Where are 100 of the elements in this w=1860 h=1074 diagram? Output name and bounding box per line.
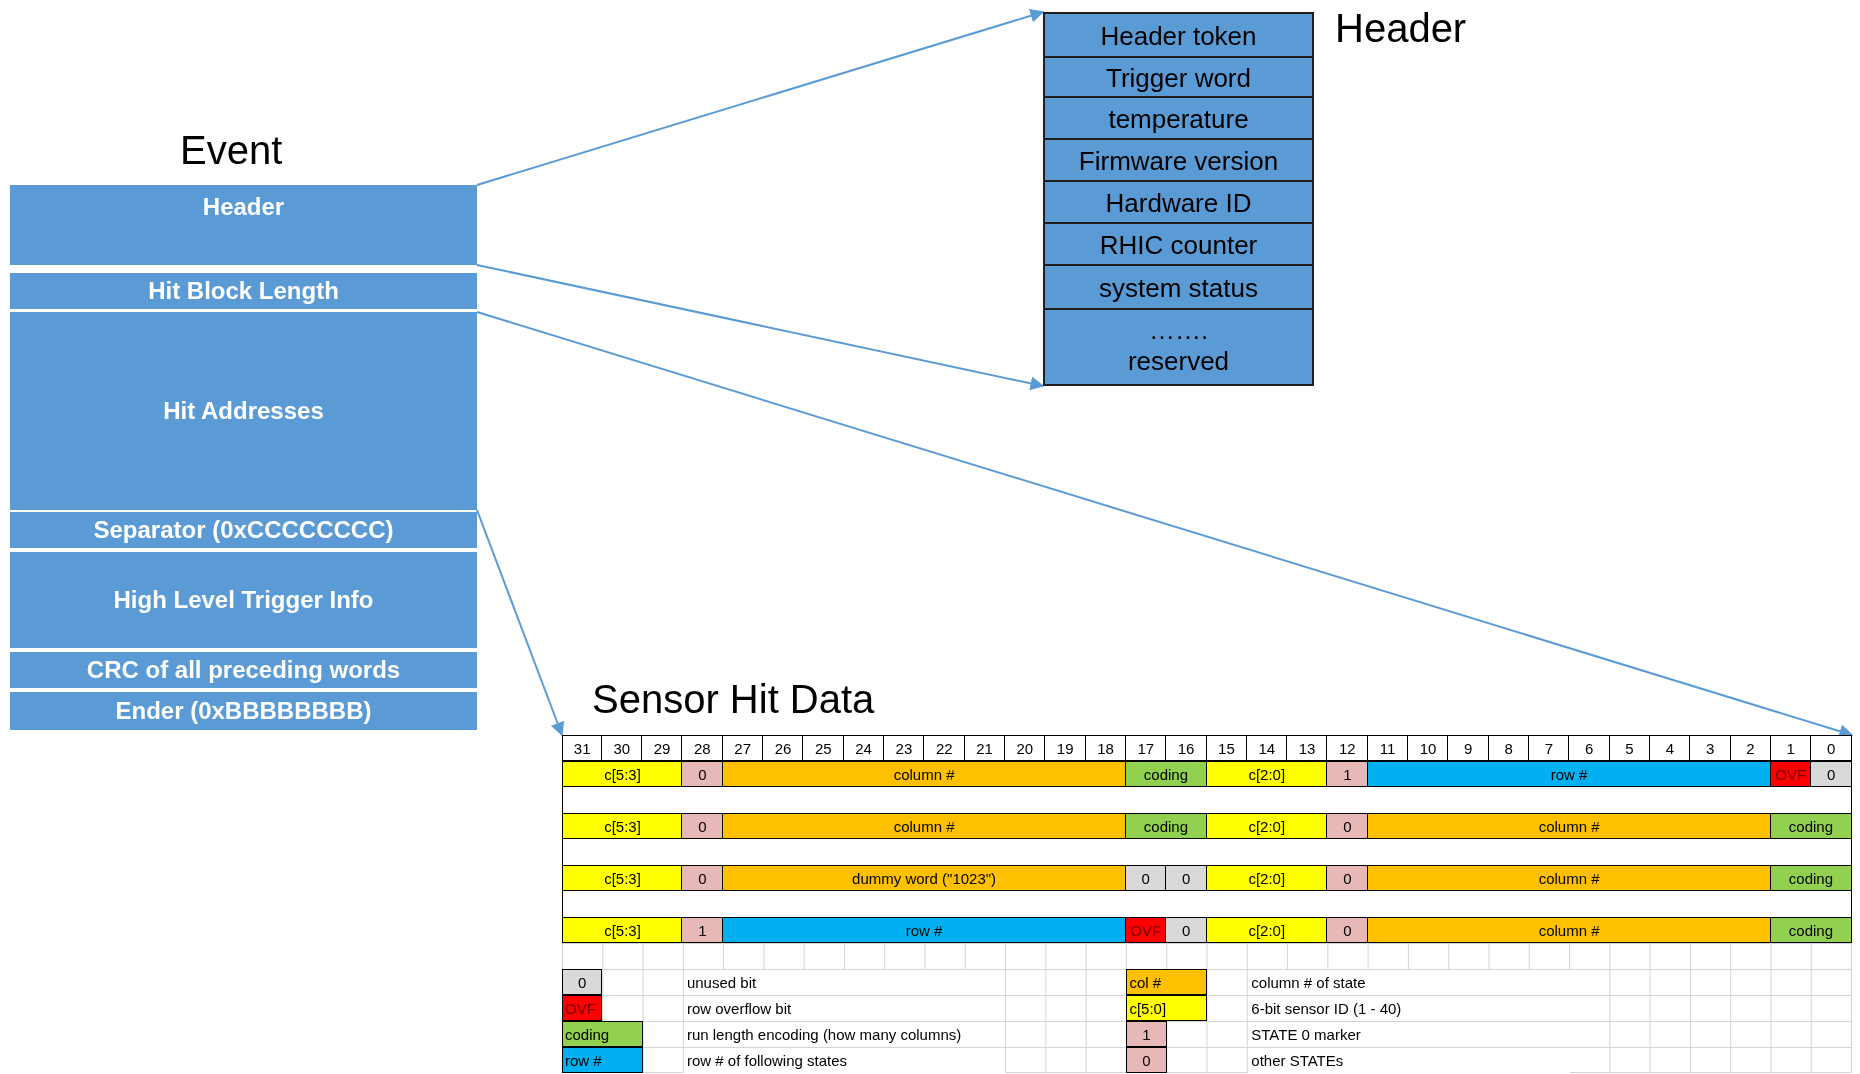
bit-field: 0 bbox=[1326, 865, 1369, 891]
box-label: RHIC counter bbox=[1099, 229, 1258, 261]
bit-field: c[5:3] bbox=[562, 813, 683, 839]
event-word-box bbox=[10, 273, 477, 309]
box-label: ……. reserved bbox=[1126, 315, 1231, 377]
bit-number: 9 bbox=[1447, 735, 1490, 761]
bit-field: c[5:3] bbox=[562, 865, 683, 891]
bit-number: 28 bbox=[681, 735, 724, 761]
bit-field: column # bbox=[1366, 865, 1772, 891]
arrow bbox=[476, 311, 1854, 738]
legend-label: other STATEs bbox=[1248, 1048, 1570, 1073]
bit-field: column # bbox=[1366, 917, 1772, 943]
box-label: CRC of all preceding words bbox=[86, 656, 401, 684]
bit-number: 31 bbox=[562, 735, 603, 761]
box-label: Header bbox=[202, 193, 285, 221]
legend-swatch: coding bbox=[562, 1021, 643, 1047]
box-label: Ender (0xBBBBBBBB) bbox=[115, 697, 372, 725]
legend-swatch: 0 bbox=[1126, 1047, 1167, 1073]
event-word-box bbox=[10, 185, 477, 265]
bit-number: 10 bbox=[1407, 735, 1449, 761]
bit-field: 0 bbox=[681, 813, 724, 839]
bit-number: 4 bbox=[1648, 735, 1691, 761]
bit-field: c[2:0] bbox=[1205, 865, 1328, 891]
bit-field: row # bbox=[721, 917, 1127, 943]
bit-field: c[5:3] bbox=[562, 917, 683, 943]
bit-field: coding bbox=[1124, 813, 1207, 839]
bit-field: c[5:3] bbox=[562, 761, 683, 787]
bit-field: coding bbox=[1769, 865, 1852, 891]
bit-field: coding bbox=[1124, 761, 1207, 787]
bit-field: 0 bbox=[1326, 917, 1369, 943]
bit-field: 0 bbox=[681, 761, 724, 787]
event-word-box bbox=[10, 692, 477, 730]
bit-number: 13 bbox=[1286, 735, 1328, 761]
section-heading: Sensor Hit Data bbox=[592, 677, 875, 722]
bit-field: coding bbox=[1769, 813, 1852, 839]
legend-swatch: 1 bbox=[1126, 1021, 1167, 1047]
bit-field: 0 bbox=[1165, 917, 1207, 943]
box-label: Trigger word bbox=[1106, 62, 1251, 94]
bit-number: 24 bbox=[842, 735, 885, 761]
legend-swatch: row # bbox=[562, 1047, 643, 1073]
bit-number: 26 bbox=[762, 735, 804, 761]
event-word-box bbox=[10, 512, 477, 548]
box-label: Hit Addresses bbox=[163, 397, 324, 425]
legend-swatch: 0 bbox=[562, 969, 603, 995]
bit-field: 0 bbox=[1124, 865, 1167, 891]
bit-field: OVF bbox=[1124, 917, 1167, 943]
event-word-box bbox=[10, 552, 477, 648]
bit-number: 2 bbox=[1729, 735, 1772, 761]
bit-number: 23 bbox=[883, 735, 925, 761]
arrow bbox=[476, 9, 1045, 186]
bit-field: c[2:0] bbox=[1205, 917, 1328, 943]
box-label: system status bbox=[1099, 272, 1258, 304]
bit-number: 16 bbox=[1165, 735, 1207, 761]
bit-number: 19 bbox=[1044, 735, 1087, 761]
bit-number: 14 bbox=[1245, 735, 1288, 761]
box-label: High Level Trigger Info bbox=[113, 586, 374, 614]
bit-number: 20 bbox=[1003, 735, 1046, 761]
event-word-box bbox=[10, 652, 477, 688]
bit-field: 0 bbox=[1326, 813, 1369, 839]
bit-field: coding bbox=[1769, 917, 1852, 943]
legend-label: row # of following states bbox=[683, 1048, 1006, 1073]
bit-number: 29 bbox=[641, 735, 683, 761]
arrow bbox=[476, 264, 1045, 391]
bit-field: column # bbox=[721, 761, 1127, 787]
legend-swatch: col # bbox=[1126, 969, 1207, 995]
bit-field: 0 bbox=[681, 865, 724, 891]
bit-number: 6 bbox=[1568, 735, 1611, 761]
bit-field: 1 bbox=[1326, 761, 1369, 787]
bit-number: 21 bbox=[963, 735, 1006, 761]
bit-field: 0 bbox=[1165, 865, 1207, 891]
arrow bbox=[476, 509, 565, 737]
box-label: Firmware version bbox=[1078, 145, 1279, 177]
bit-number: 5 bbox=[1608, 735, 1651, 761]
bit-field: row # bbox=[1366, 761, 1772, 787]
bit-number: 0 bbox=[1810, 735, 1852, 761]
bit-number: 22 bbox=[923, 735, 966, 761]
bit-number: 25 bbox=[802, 735, 845, 761]
box-label: Header token bbox=[1100, 20, 1257, 52]
bit-number: 18 bbox=[1084, 735, 1127, 761]
bit-field: column # bbox=[721, 813, 1127, 839]
bit-field: dummy word ("1023") bbox=[721, 865, 1127, 891]
legend-swatch: OVF bbox=[562, 995, 603, 1021]
bit-number: 27 bbox=[721, 735, 764, 761]
bit-number: 17 bbox=[1124, 735, 1167, 761]
bit-number: 7 bbox=[1528, 735, 1570, 761]
bit-field: c[2:0] bbox=[1205, 813, 1328, 839]
box-label: temperature bbox=[1108, 103, 1249, 135]
bit-number: 11 bbox=[1366, 735, 1409, 761]
bit-field: column # bbox=[1366, 813, 1772, 839]
bit-number: 15 bbox=[1205, 735, 1248, 761]
bit-number: 3 bbox=[1689, 735, 1732, 761]
bit-number: 8 bbox=[1487, 735, 1530, 761]
bit-field: 1 bbox=[681, 917, 724, 943]
bit-number: 1 bbox=[1769, 735, 1812, 761]
box-label: Separator (0xCCCCCCCC) bbox=[93, 516, 394, 544]
legend-label: column # of state bbox=[1248, 970, 1570, 995]
bit-number: 30 bbox=[600, 735, 643, 761]
bit-field: OVF bbox=[1769, 761, 1812, 787]
bit-field: 0 bbox=[1810, 761, 1852, 787]
bit-number: 12 bbox=[1326, 735, 1369, 761]
